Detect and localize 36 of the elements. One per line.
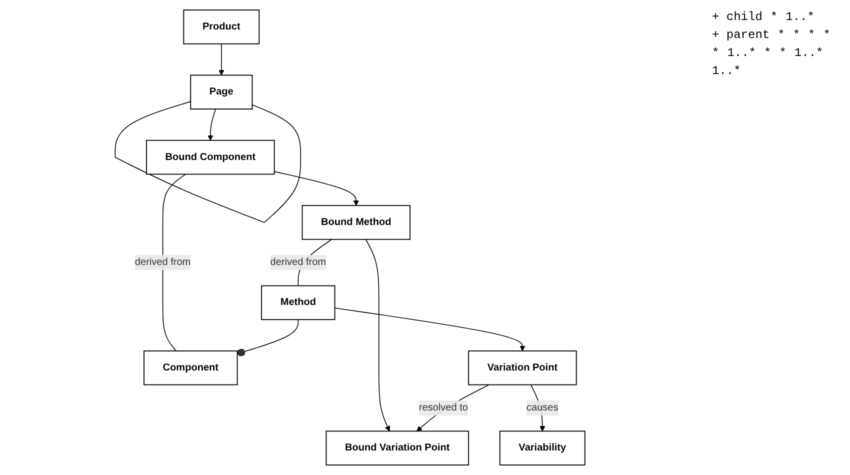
multiplicity-label: * xyxy=(808,28,816,42)
arrow xyxy=(274,171,359,206)
node-box: Bound Component xyxy=(146,140,275,175)
multiplicity-label: * xyxy=(779,46,786,60)
node-box: Component xyxy=(144,350,238,386)
node-box: Bound Variation Point xyxy=(326,430,470,466)
multiplicity-label: * xyxy=(712,46,720,60)
multiplicity-label: 1..* xyxy=(794,46,824,60)
multiplicity-label: 1..* xyxy=(712,64,741,78)
connector xyxy=(114,101,302,223)
arrow xyxy=(416,384,490,432)
edge-label: derived from xyxy=(270,256,326,268)
edge-label: causes xyxy=(526,402,558,413)
node-box: Variation Point xyxy=(468,350,577,386)
connector xyxy=(162,174,186,352)
node-box: Product xyxy=(183,10,260,44)
multiplicity-label: + parent xyxy=(712,28,770,42)
multiplicity-label: * xyxy=(792,28,800,42)
node-box: Method xyxy=(261,285,336,320)
multiplicity-label: * xyxy=(823,28,830,42)
arrow xyxy=(365,238,390,432)
node-box: Page xyxy=(190,74,253,110)
arrow xyxy=(218,43,224,76)
multiplicity-label: 1..* xyxy=(727,46,756,60)
multiplicity-label: 1..* xyxy=(786,10,814,24)
multiplicity-label: * xyxy=(778,28,785,42)
multiplicity-label: * xyxy=(770,10,778,24)
node-box: Bound Method xyxy=(302,205,410,240)
multiplicity-label: * xyxy=(764,46,772,60)
connector xyxy=(236,319,299,356)
arrow xyxy=(334,308,526,352)
node-box: Variability xyxy=(499,430,586,466)
edge-label: resolved to xyxy=(418,402,468,413)
multiplicity-label: + child xyxy=(712,10,762,24)
arrow xyxy=(208,108,216,141)
edge-label: derived from xyxy=(134,256,191,268)
